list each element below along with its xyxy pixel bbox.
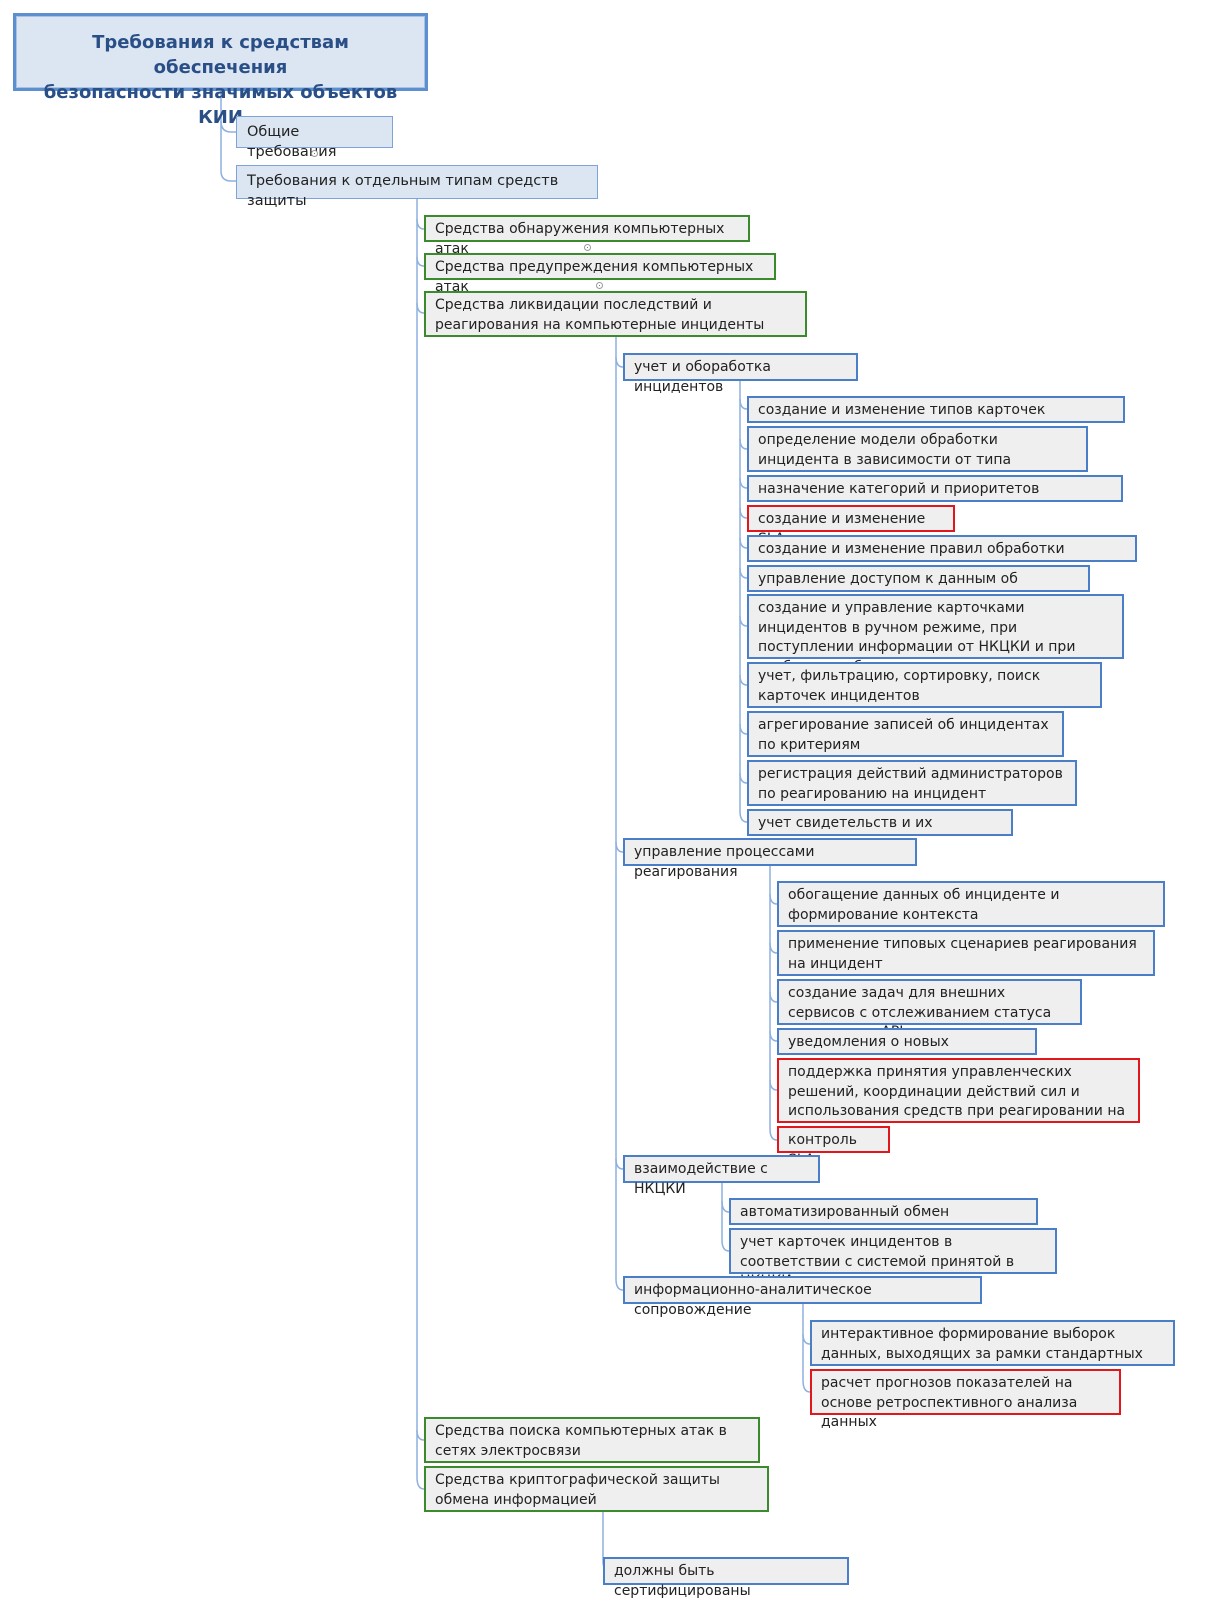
item-response-processes-3[interactable]: создание задач для внешних сервисов с от… — [777, 979, 1082, 1040]
group-analytics-support[interactable]: информационно-аналитическое сопровождени… — [623, 1276, 982, 1318]
item-response-processes-1[interactable]: обогащение данных об инциденте и формиро… — [777, 881, 1165, 927]
item-response-processes-5[interactable]: поддержка принятия управленческих решени… — [777, 1058, 1140, 1139]
item-response-processes-4[interactable]: уведомления о новых инцидентах — [777, 1028, 1037, 1070]
node-label: учет, фильтрацию, сортировку, поиск карт… — [758, 668, 1041, 704]
item-incident-accounting-10[interactable]: регистрация действий администраторов по … — [747, 760, 1077, 806]
item-incident-accounting-1[interactable]: создание и изменение типов карточек инци… — [747, 396, 1125, 438]
group-response-processes[interactable]: управление процессами реагирования — [623, 838, 917, 880]
item-incident-accounting-2[interactable]: определение модели обработки инцидента в… — [747, 426, 1088, 472]
item-incident-accounting-8[interactable]: учет, фильтрацию, сортировку, поиск карт… — [747, 662, 1102, 708]
group-nkcki-interaction[interactable]: взаимодействие с НКЦКИ — [623, 1155, 820, 1197]
node-label: Средства поиска компьютерных атак в сетя… — [435, 1423, 727, 1459]
category-incident-response[interactable]: Средства ликвидации последствий и реагир… — [424, 291, 807, 337]
item-nkcki-interaction-2[interactable]: учет карточек инцидентов в соответствии … — [729, 1228, 1057, 1289]
node-label: Средства обнаружения компьютерных атак — [435, 221, 725, 257]
node-label: определение модели обработки инцидента в… — [758, 432, 1012, 468]
item-analytics-support-1[interactable]: интерактивное формирование выборок данны… — [810, 1320, 1175, 1381]
root-title-line2: безопасности значимых объектов КИИ — [43, 82, 398, 128]
item-analytics-support-2[interactable]: расчет прогнозов показателей на основе р… — [810, 1369, 1121, 1430]
node-label: Требования к отдельным типам средств защ… — [247, 173, 559, 209]
expand-toggle-icon[interactable] — [596, 282, 603, 289]
item-incident-accounting-7[interactable]: создание и управление карточками инциден… — [747, 594, 1124, 675]
node-label: управление процессами реагирования — [634, 844, 815, 880]
node-label: Общие требования — [247, 124, 337, 160]
node-label: должны быть сертифицированы — [614, 1563, 751, 1599]
node-label: агрегирование записей об инцидентах по к… — [758, 717, 1049, 753]
node-label: учет и оборабoтка инцидентов — [634, 359, 771, 395]
node-label: информационно-аналитическое сопровождени… — [634, 1282, 872, 1318]
item-response-processes-2[interactable]: применение типовых сценариев реагировани… — [777, 930, 1155, 976]
item-incident-accounting-11[interactable]: учет свидетельств и их источников — [747, 809, 1013, 851]
item-nkcki-interaction-1[interactable]: автоматизированный обмен сведениями — [729, 1198, 1038, 1240]
item-incident-accounting-6[interactable]: управление доступом к данным об инцидент… — [747, 565, 1090, 607]
item-response-processes-6[interactable]: контроль SLA — [777, 1126, 890, 1168]
item-incident-accounting-4[interactable]: создание и изменение SLA — [747, 505, 955, 547]
node-label: взаимодействие с НКЦКИ — [634, 1161, 768, 1197]
item-incident-accounting-5[interactable]: создание и изменение правил обработки ин… — [747, 535, 1137, 577]
node-specific-types[interactable]: Требования к отдельным типам средств защ… — [236, 165, 598, 209]
root-node[interactable]: Требования к средствам обеспечения безоп… — [13, 13, 428, 128]
category-attack-detection[interactable]: Средства обнаружения компьютерных атак — [424, 215, 750, 257]
node-label: Средства предупреждения компьютерных ата… — [435, 259, 754, 295]
group-incident-accounting[interactable]: учет и оборабoтка инцидентов — [623, 353, 858, 395]
item-incident-accounting-9[interactable]: агрегирование записей об инцидентах по к… — [747, 711, 1064, 757]
category-crypto-protection[interactable]: Средства криптографической защиты обмена… — [424, 1466, 769, 1512]
node-label: применение типовых сценариев реагировани… — [788, 936, 1137, 972]
node-general-requirements[interactable]: Общие требования — [236, 116, 393, 160]
expand-toggle-icon[interactable] — [584, 244, 591, 251]
item-must-be-certified[interactable]: должны быть сертифицированы — [603, 1557, 849, 1599]
root-title-line1: Требования к средствам обеспечения — [92, 32, 349, 78]
node-label: расчет прогнозов показателей на основе р… — [821, 1375, 1078, 1430]
expand-toggle-icon[interactable] — [311, 150, 318, 157]
item-incident-accounting-3[interactable]: назначение категорий и приоритетов инцид… — [747, 475, 1123, 517]
category-attack-prevention[interactable]: Средства предупреждения компьютерных ата… — [424, 253, 776, 295]
node-label: обогащение данных об инциденте и формиро… — [788, 887, 1060, 923]
node-label: Средства криптографической защиты обмена… — [435, 1472, 720, 1508]
category-telecom-attack-search[interactable]: Средства поиска компьютерных атак в сетя… — [424, 1417, 760, 1463]
node-label: Средства ликвидации последствий и реагир… — [435, 297, 765, 333]
node-label: интерактивное формирование выборок данны… — [821, 1326, 1143, 1381]
node-label: регистрация действий администраторов по … — [758, 766, 1063, 802]
